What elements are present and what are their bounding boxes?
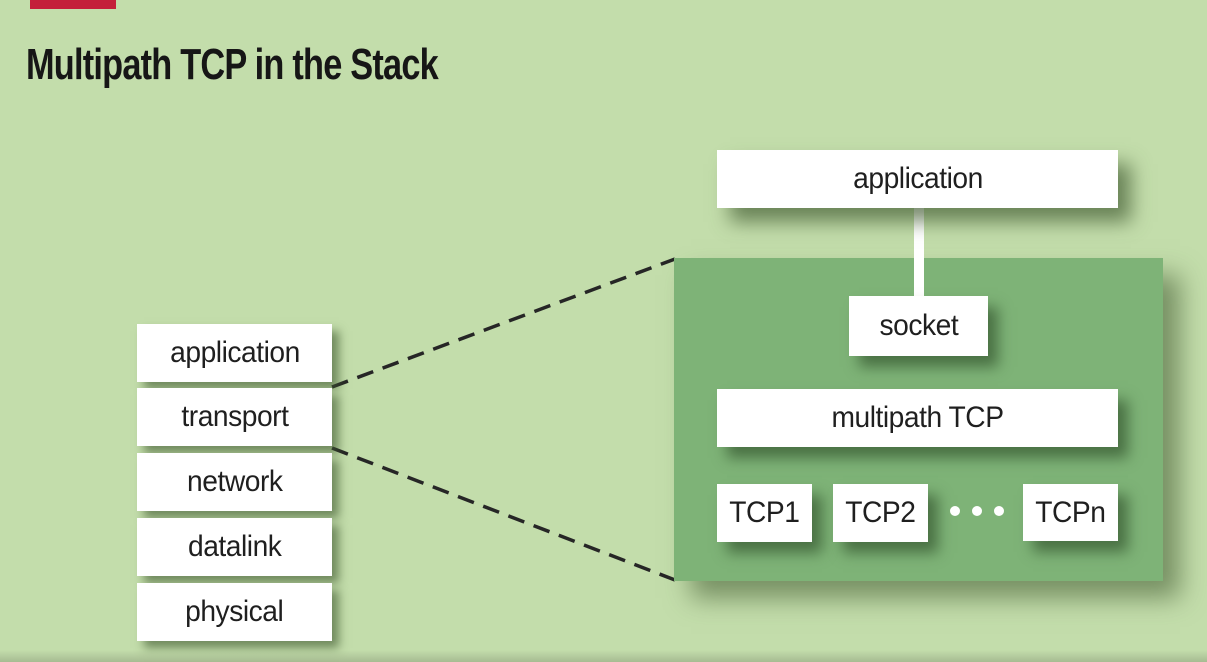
ellipsis-dot-2 (972, 506, 982, 516)
ellipsis-dot-1 (950, 506, 960, 516)
subflow-tcpn-box: TCPn (1023, 484, 1118, 541)
stack-layer-physical: physical (137, 583, 332, 641)
ellipsis-dot-3 (994, 506, 1004, 516)
socket-box: socket (849, 296, 988, 356)
zoom-guide-line-upper (331, 257, 676, 389)
application-socket-connector (914, 208, 924, 300)
zoom-guide-line-lower (331, 446, 676, 582)
detail-application-label: application (852, 162, 983, 195)
subflow-tcp2-box: TCP2 (833, 484, 928, 542)
multipath-tcp-box: multipath TCP (717, 389, 1118, 447)
stack-layer-transport: transport (137, 388, 332, 446)
subflow-tcpn-label: TCPn (1035, 495, 1106, 529)
subflow-tcp1-label: TCP1 (729, 496, 800, 529)
socket-label: socket (879, 309, 958, 342)
stack-layer-transport-label: transport (180, 400, 289, 433)
stack-layer-datalink: datalink (137, 518, 332, 576)
stack-layer-network-label: network (186, 465, 283, 498)
figure-title: Multipath TCP in the Stack (26, 40, 439, 89)
stack-layer-application: application (137, 324, 332, 382)
multipath-tcp-label: multipath TCP (831, 401, 1004, 434)
detail-application-box: application (717, 150, 1118, 208)
stack-layer-physical-label: physical (185, 595, 284, 628)
stack-layer-datalink-label: datalink (187, 530, 282, 563)
accent-bar (30, 0, 116, 9)
stack-layer-network: network (137, 453, 332, 511)
stack-layer-application-label: application (169, 336, 300, 369)
subflow-tcp1-box: TCP1 (717, 484, 812, 542)
subflow-tcp2-label: TCP2 (845, 496, 916, 529)
